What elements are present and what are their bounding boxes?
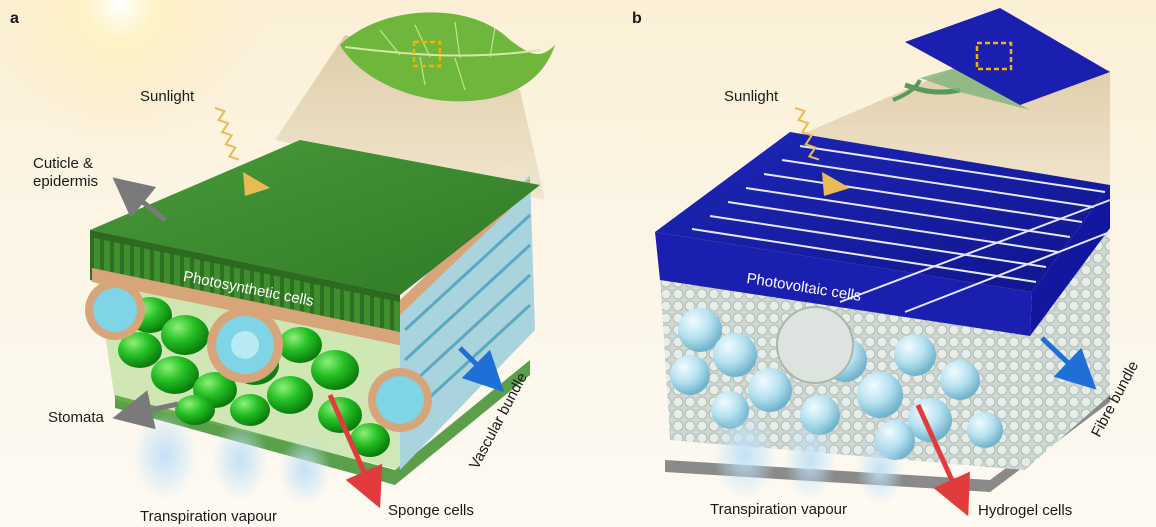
vascular-arrow	[458, 346, 505, 393]
sponge-label: Sponge cells	[388, 502, 474, 519]
panel-b	[655, 8, 1111, 517]
fibre-bundle-section	[776, 306, 854, 384]
transpiration-label-b: Transpiration vapour	[710, 501, 848, 518]
sunlight-ray-b	[794, 107, 820, 161]
sun-glow	[0, 0, 260, 145]
sunlight-label-b: Sunlight	[724, 88, 779, 105]
cuticle-surface	[90, 140, 540, 295]
pv-top-surface	[655, 132, 1110, 292]
vascular-bundle-sections	[85, 280, 432, 432]
panel-a	[85, 12, 555, 509]
zoom-beam-a	[275, 35, 545, 200]
panel-a-tag: a	[10, 10, 19, 27]
stomata-label: Stomata	[48, 409, 104, 426]
transpiration-label-a: Transpiration vapour	[140, 508, 278, 525]
pv-grid-lines	[691, 145, 1111, 313]
leaf-block	[85, 140, 540, 485]
sponge-arrow	[327, 393, 383, 509]
zoom-box-b	[975, 41, 1013, 71]
vapour-plumes-b	[713, 410, 904, 504]
hydrogel-label: Hydrogel cells	[978, 502, 1073, 519]
sunlight-arrowhead-a	[243, 172, 270, 196]
leaf-illustration	[340, 12, 555, 102]
sunlight-ray-a	[214, 107, 240, 161]
mini-pv-panel	[892, 8, 1110, 110]
sunlight-arrowhead-b	[822, 172, 850, 196]
cuticle-label: Cuticle & epidermis	[33, 155, 99, 190]
pv-front-face	[655, 232, 1032, 336]
fibre-arrow	[1040, 336, 1097, 390]
zoom-box-a	[412, 40, 442, 68]
sponge-cell-mass	[118, 297, 390, 457]
sunlight-label-a: Sunlight	[140, 88, 195, 105]
hydrogel-arrow	[915, 403, 970, 517]
cuticle-arrow	[112, 177, 167, 222]
panel-b-tag: b	[632, 10, 642, 27]
vapour-plumes-a	[133, 410, 331, 505]
stomata-arrow	[112, 390, 179, 430]
